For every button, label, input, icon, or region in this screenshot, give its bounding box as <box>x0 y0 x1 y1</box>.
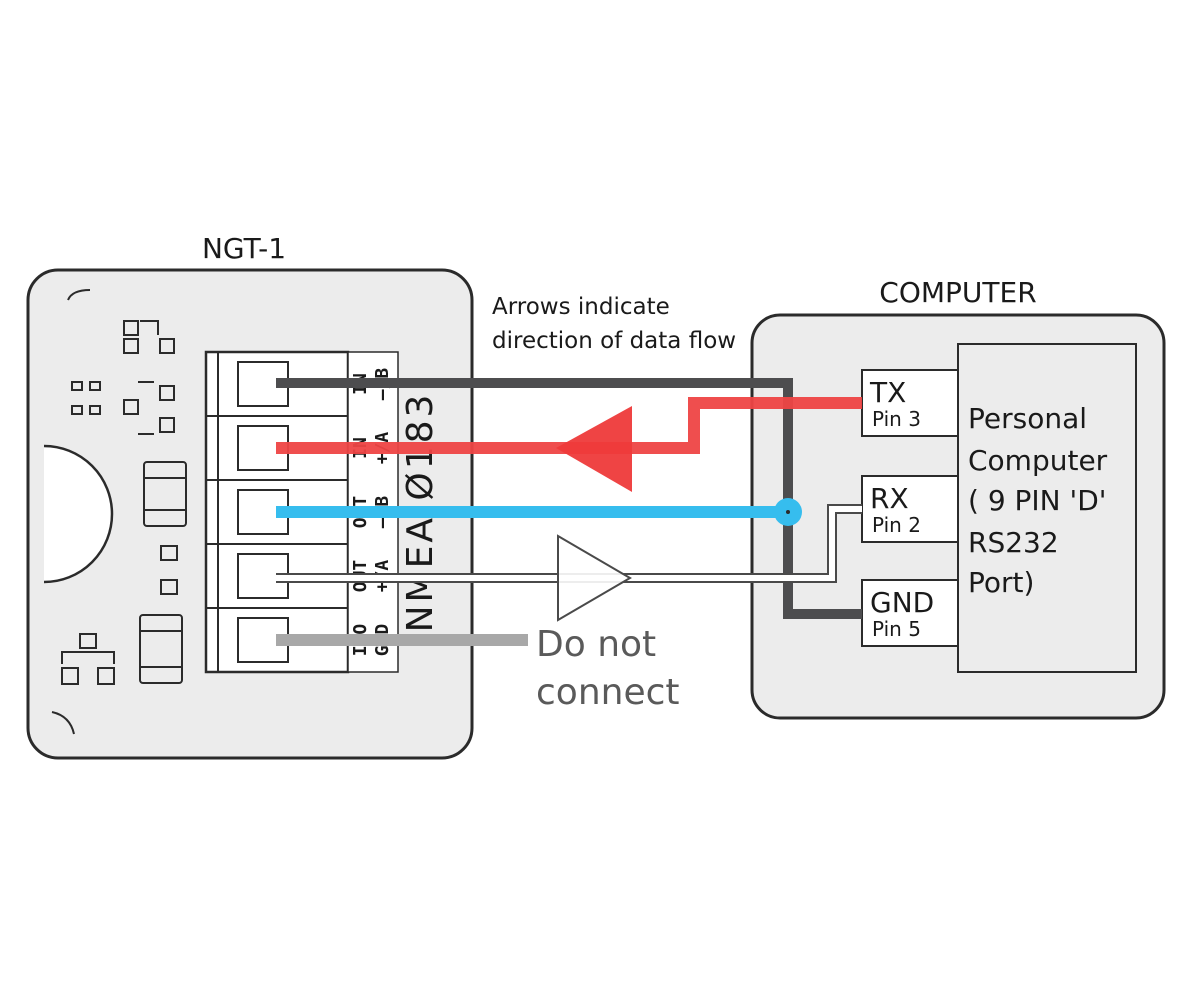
pc-label-line: Personal <box>968 402 1087 435</box>
pc-label-line: ( 9 PIN 'D' <box>968 484 1106 517</box>
pc-label-line: Port) <box>968 566 1034 599</box>
pc-label-line: RS232 <box>968 526 1059 559</box>
do-not-connect-line: connect <box>536 672 680 713</box>
pin-name: GND <box>870 586 934 619</box>
device-title: NGT-1 <box>202 232 286 265</box>
pc-port-box <box>957 343 1137 673</box>
data-flow-arrow-in <box>556 406 632 492</box>
arrow-note-line: direction of data flow <box>492 328 736 354</box>
pin-number: Pin 3 <box>872 407 921 431</box>
device-corner-mark <box>67 289 91 301</box>
device-corner-mark <box>51 711 75 735</box>
pin-gnd: GND Pin 5 <box>861 579 959 647</box>
pc-label-line: Computer <box>968 444 1108 477</box>
arrow-note-line: Arrows indicate <box>492 294 670 320</box>
pc-label: Personal Computer ( 9 PIN 'D' RS232 Port… <box>968 402 1108 599</box>
mounting-hole <box>43 444 114 584</box>
tx-wire <box>276 397 862 454</box>
pcb-components <box>61 320 187 685</box>
pin-tx: TX Pin 3 <box>861 369 959 437</box>
pin-number: Pin 2 <box>872 513 921 537</box>
junction-center <box>786 510 790 514</box>
pin-name: TX <box>869 376 906 409</box>
computer-title: COMPUTER <box>879 276 1036 309</box>
do-not-connect-line: Do not <box>536 624 656 665</box>
pin-name: RX <box>870 482 909 515</box>
pin-number: Pin 5 <box>872 617 921 641</box>
pin-rx: RX Pin 2 <box>861 475 959 543</box>
out-wire <box>276 506 862 581</box>
data-flow-arrow-out <box>557 534 632 622</box>
